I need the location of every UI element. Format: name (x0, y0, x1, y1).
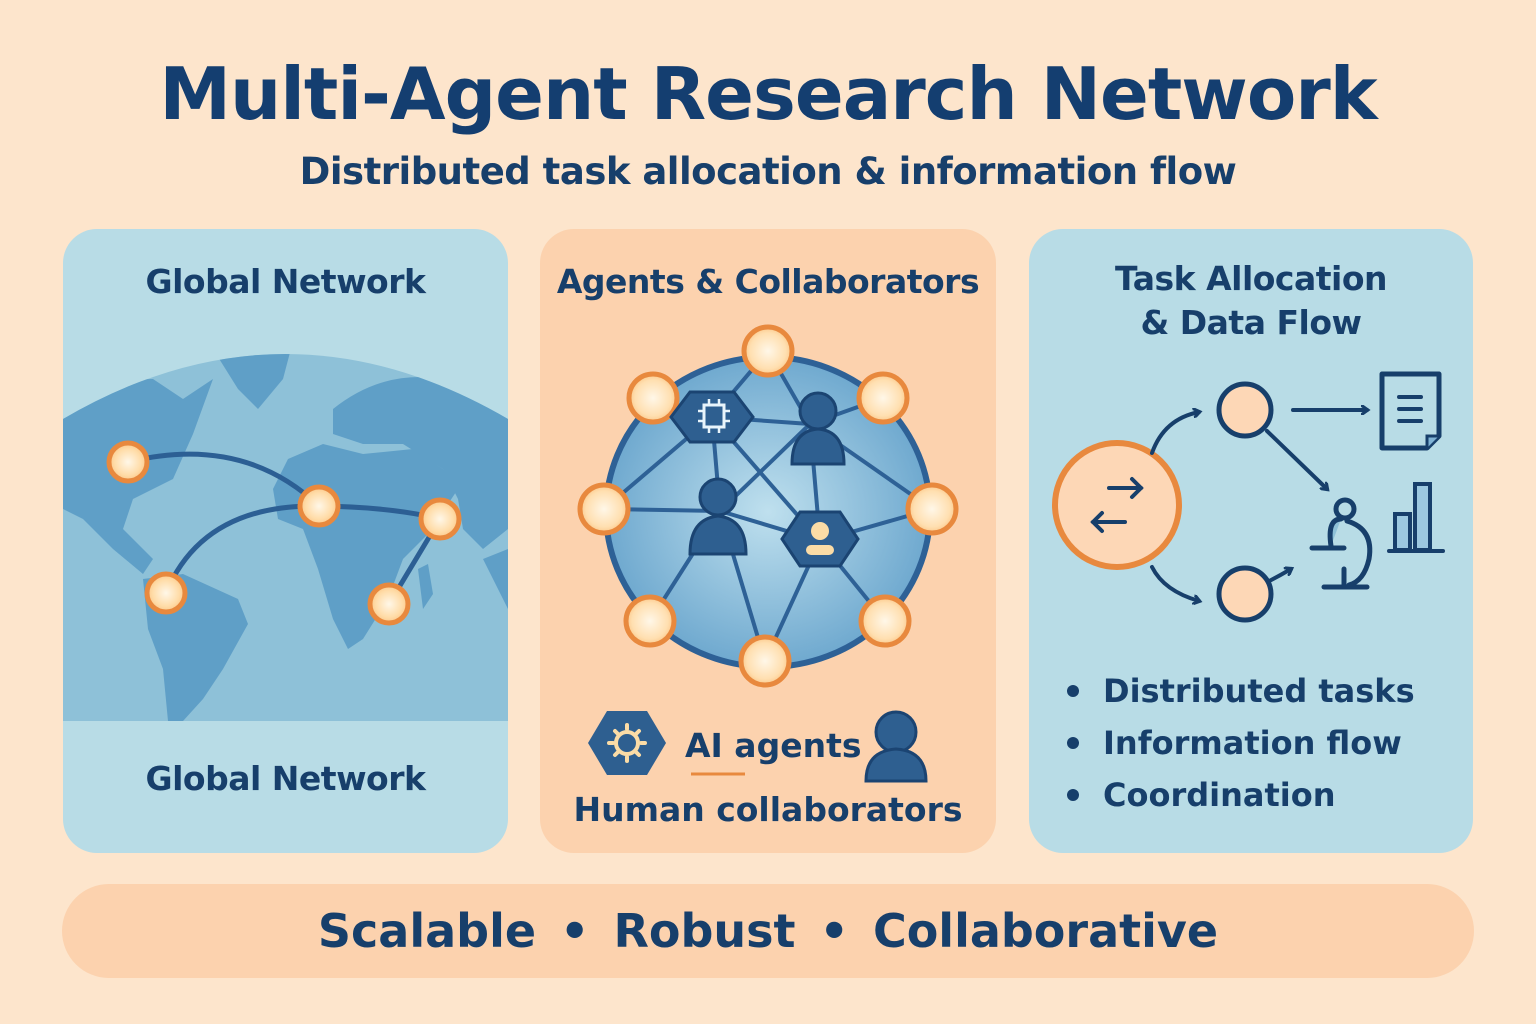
world-map-icon (63, 354, 508, 721)
ai-agents-label: AI agents (685, 726, 862, 765)
chip-icon (669, 390, 755, 444)
agent-node-icon (905, 482, 959, 536)
bullet-dot-icon (1067, 737, 1079, 749)
bullet-text: Distributed tasks (1103, 672, 1415, 710)
agents-title: Agents & Collaborators (556, 262, 980, 301)
task-node-bottom (1216, 565, 1274, 623)
network-node-icon (367, 582, 411, 626)
page-subtitle: Distributed task allocation & informatio… (299, 150, 1237, 193)
footer-item-collaborative: Collaborative (872, 904, 1219, 958)
agent-node-icon (741, 324, 795, 378)
footer-banner: Scalable • Robust • Collaborative (62, 884, 1474, 978)
bullet-dot-icon (1067, 789, 1079, 801)
footer-item-scalable: Scalable (317, 904, 537, 958)
task-title-line2: & Data Flow (1140, 303, 1362, 342)
global-network-title: Global Network (145, 262, 426, 301)
task-title-line1: Task Allocation (1114, 259, 1388, 298)
exchange-arrows-icon (1052, 440, 1182, 570)
global-network-panel: Global Network (63, 229, 508, 853)
agent-node-icon (623, 594, 677, 648)
task-bullet-list: Distributed tasks Information flow Coord… (1067, 665, 1415, 821)
data-flow-diagram (1052, 371, 1445, 623)
flow-arrows (1150, 410, 1367, 601)
agent-node-icon (858, 594, 912, 648)
bullet-item: Distributed tasks (1067, 665, 1415, 717)
agent-node-icon (856, 371, 910, 425)
agent-node-icon (577, 482, 631, 536)
network-node-icon (144, 571, 188, 615)
task-node-top (1216, 381, 1274, 439)
network-node-icon (106, 440, 150, 484)
bullet-text: Coordination (1103, 776, 1336, 814)
footer-separator: • (560, 904, 590, 958)
person-icon (688, 477, 748, 556)
network-node-icon (418, 497, 462, 541)
task-allocation-panel: Task Allocation & Data Flow (1029, 229, 1473, 853)
global-network-caption: Global Network (145, 759, 426, 798)
bullet-item: Coordination (1067, 769, 1415, 821)
bullet-text: Information flow (1103, 724, 1402, 762)
profile-badge-icon (780, 510, 860, 568)
person-icon (790, 391, 846, 466)
network-nodes (106, 440, 462, 626)
agent-node-icon (738, 634, 792, 688)
bullet-item: Information flow (1067, 717, 1415, 769)
network-node-icon (297, 484, 341, 528)
footer-item-robust: Robust (613, 904, 796, 958)
agent-node-icon (626, 371, 680, 425)
outer-nodes (577, 324, 959, 688)
microscope-icon (1309, 497, 1373, 590)
bullet-dot-icon (1067, 685, 1079, 697)
footer-separator: • (819, 904, 849, 958)
document-icon (1379, 371, 1442, 451)
page-title: Multi-Agent Research Network (159, 52, 1377, 136)
agent-network-diagram (577, 324, 959, 783)
bar-chart-icon (1387, 482, 1445, 553)
human-person-icon (864, 710, 928, 783)
gear-icon (588, 711, 666, 775)
human-collaborators-label: Human collaborators (573, 790, 963, 829)
agents-panel: Agents & Collaborators (540, 229, 996, 853)
